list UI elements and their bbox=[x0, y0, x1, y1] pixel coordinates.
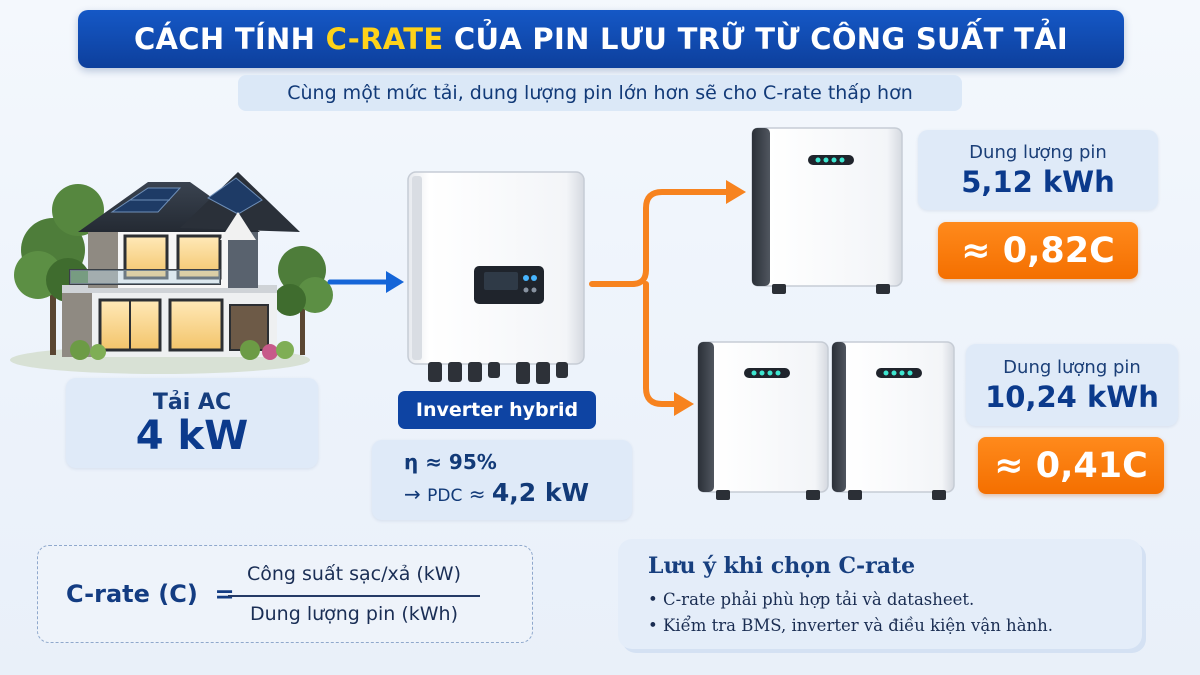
efficiency-card: η ≈ 95% → PDC ≈ 4,2 kW bbox=[372, 440, 632, 520]
capacity-value-2: 10,24 kWh bbox=[985, 379, 1159, 414]
capacity-card-2: Dung lượng pin 10,24 kWh bbox=[966, 344, 1178, 426]
battery-unit-a bbox=[697, 341, 829, 500]
formula-lhs: C-rate (C) = bbox=[66, 580, 235, 608]
load-value: 4 kW bbox=[135, 412, 249, 459]
capacity-label-2: Dung lượng pin bbox=[1003, 356, 1141, 378]
house-illustration bbox=[10, 172, 333, 374]
load-label: Tải AC bbox=[152, 389, 232, 415]
inverter-illustration bbox=[407, 171, 585, 384]
inverter-label: Inverter hybrid bbox=[398, 391, 596, 429]
load-card: Tải AC 4 kW bbox=[66, 378, 318, 468]
title-suffix: CỦA PIN LƯU TRỮ TỪ CÔNG SUẤT TẢI bbox=[443, 22, 1069, 56]
note-item: • C-rate phải phù hợp tải và datasheet. bbox=[648, 590, 975, 609]
c-rate-badge-2: ≈ 0,41C bbox=[978, 437, 1164, 494]
formula-numerator: Công suất sạc/xả (kW) bbox=[246, 563, 462, 585]
pdc-label: PDC bbox=[427, 486, 463, 506]
pdc-line: → PDC ≈ 4,2 kW bbox=[404, 478, 632, 507]
pdc-approx: ≈ bbox=[462, 482, 492, 506]
subtitle: Cùng một mức tải, dung lượng pin lớn hơn… bbox=[238, 75, 962, 111]
formula-box bbox=[37, 545, 533, 643]
pdc-value: 4,2 kW bbox=[491, 478, 590, 507]
title-highlight: C-RATE bbox=[325, 22, 444, 56]
arrow-load-to-inverter bbox=[327, 271, 404, 293]
title-prefix: CÁCH TÍNH bbox=[133, 22, 326, 56]
c-rate-badge-1: ≈ 0,82C bbox=[938, 222, 1138, 279]
title-banner: CÁCH TÍNH C-RATE CỦA PIN LƯU TRỮ TỪ CÔNG… bbox=[78, 10, 1124, 68]
efficiency-value: η ≈ 95% bbox=[404, 450, 497, 474]
pdc-arrow: → bbox=[404, 482, 428, 506]
capacity-value-1: 5,12 kWh bbox=[961, 164, 1115, 199]
battery-unit-b bbox=[831, 341, 955, 500]
note-title: Lưu ý khi chọn C-rate bbox=[648, 553, 916, 579]
battery-single-illustration bbox=[751, 127, 903, 294]
note-item: • Kiểm tra BMS, inverter và điều kiện vậ… bbox=[648, 616, 1054, 635]
note-box bbox=[618, 539, 1142, 649]
tree-right bbox=[274, 246, 333, 355]
formula-denominator: Dung lượng pin (kWh) bbox=[250, 603, 458, 625]
capacity-card-1: Dung lượng pin 5,12 kWh bbox=[918, 130, 1158, 210]
arrow-inverter-to-batteries bbox=[589, 180, 746, 416]
formula-fraction-bar bbox=[228, 595, 480, 597]
battery-double-illustration bbox=[697, 341, 955, 500]
capacity-label-1: Dung lượng pin bbox=[969, 141, 1107, 163]
